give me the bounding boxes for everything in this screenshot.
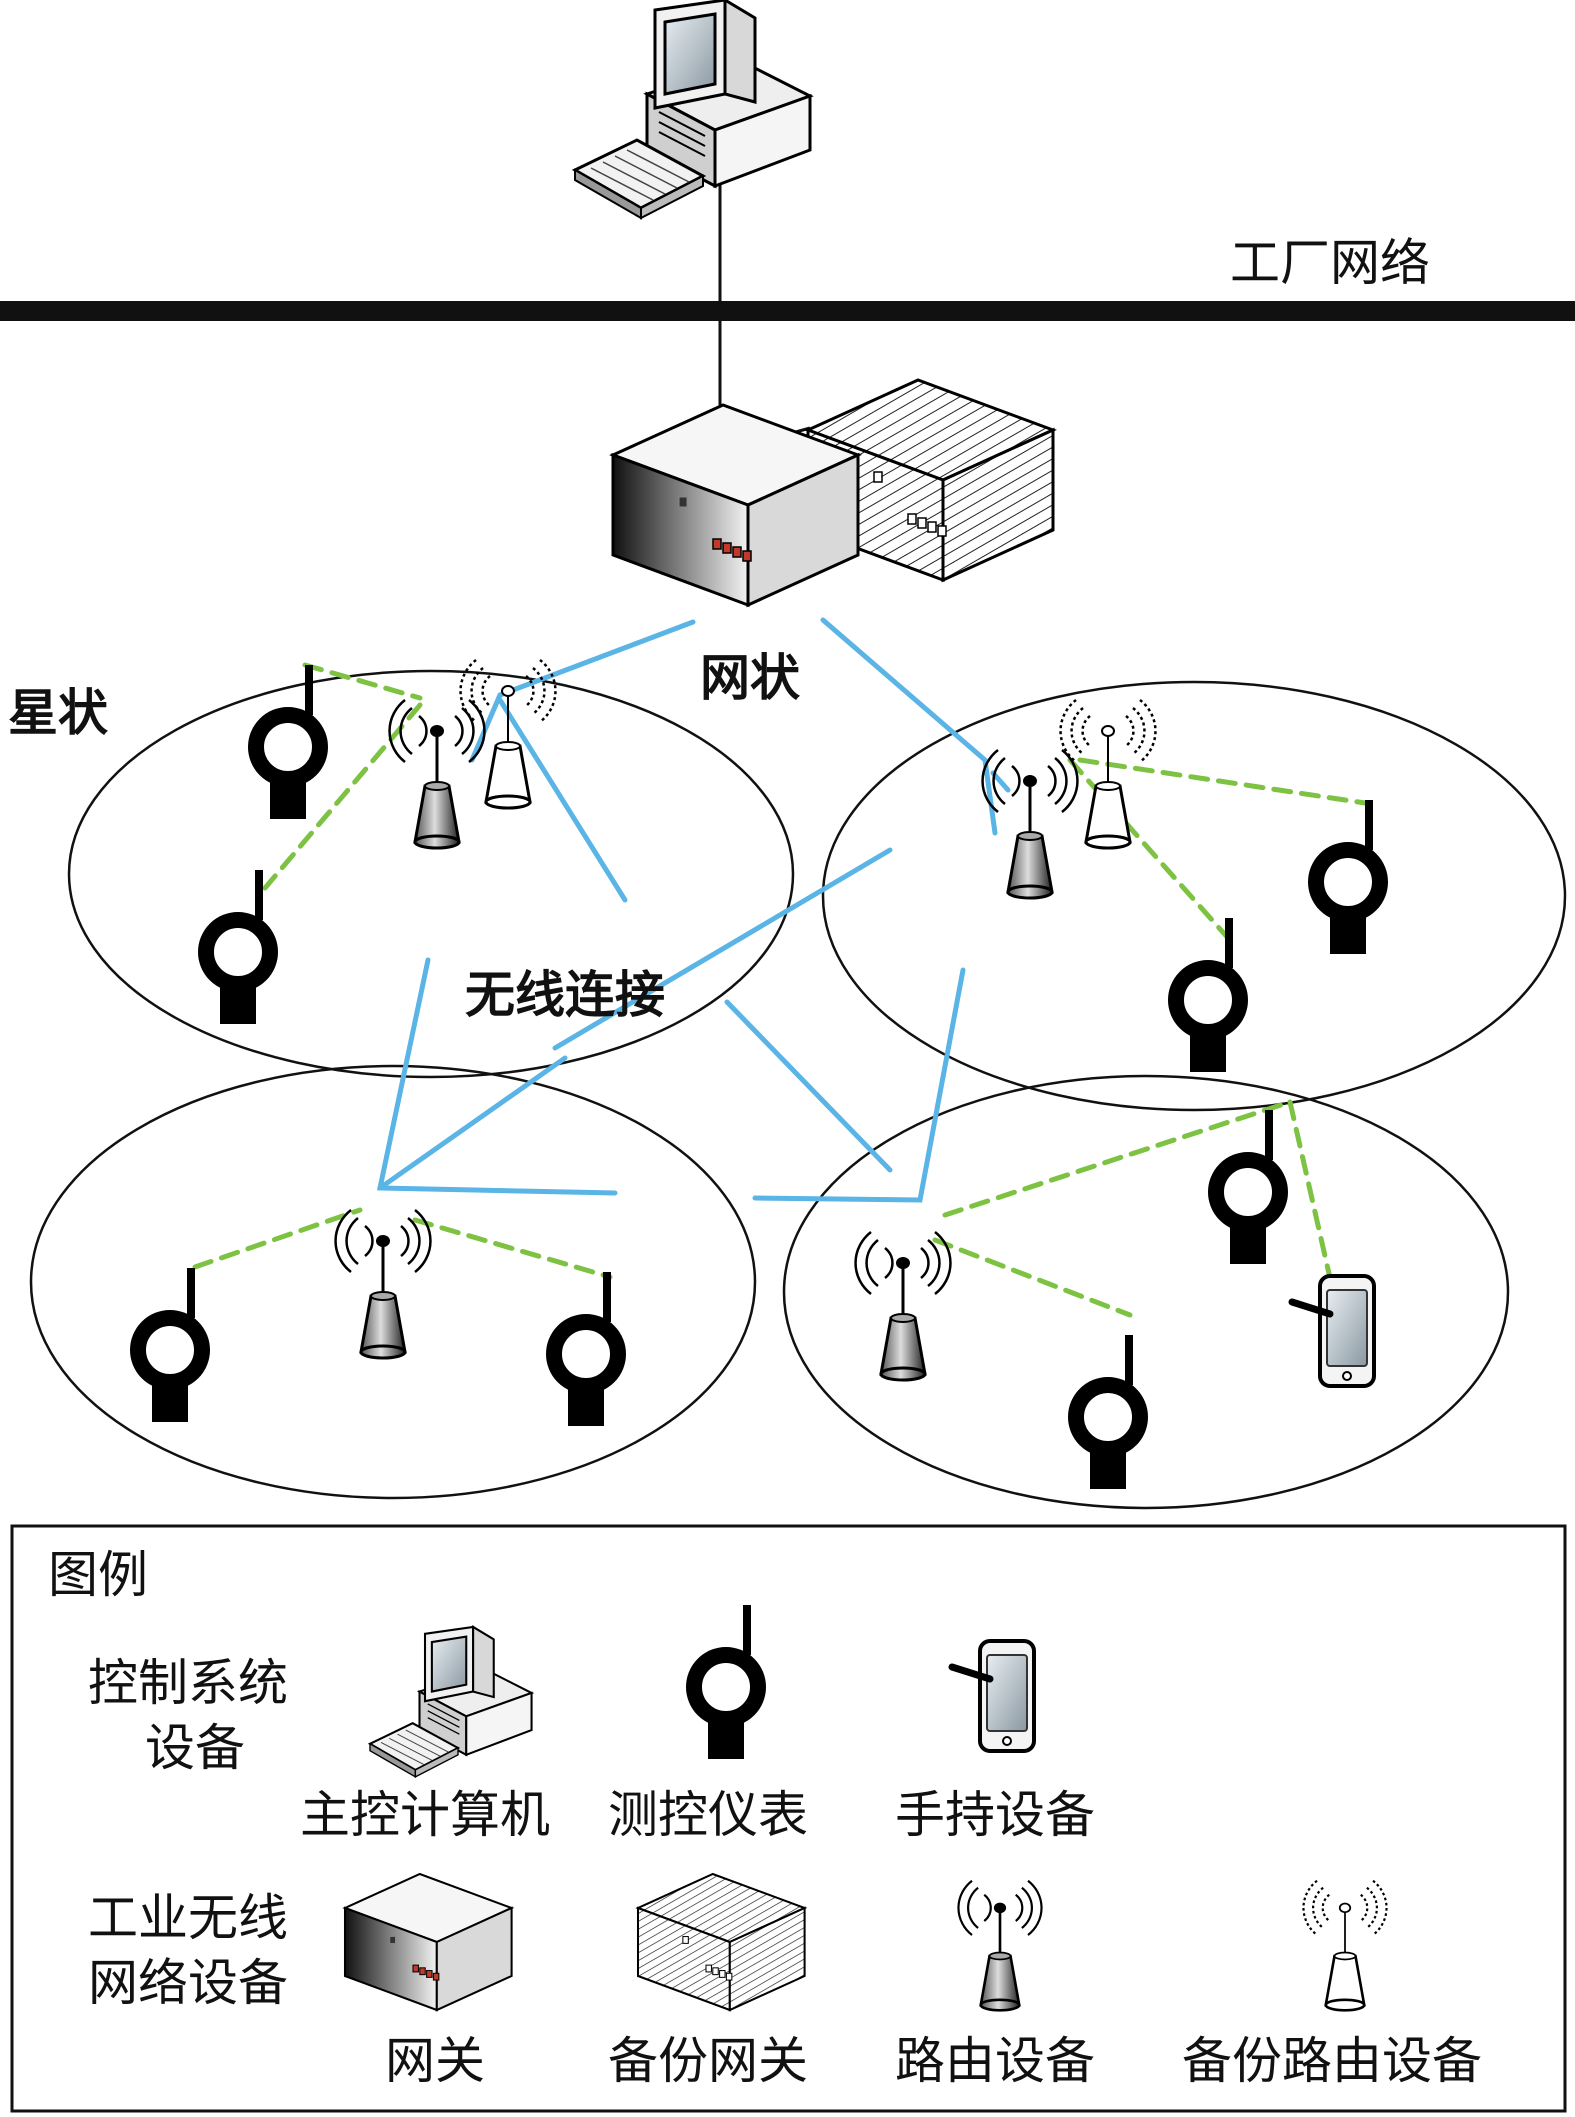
legend-gateway-label: 网关 — [385, 2032, 485, 2090]
field-instrument-icon — [1076, 1335, 1140, 1489]
field-instrument-icon — [1216, 1110, 1280, 1264]
wireless-connection-label: 无线连接 — [465, 966, 665, 1024]
legend-router-label: 路由设备 — [895, 2032, 1095, 2090]
field-instrument-icon — [554, 1272, 618, 1426]
star-topology-label: 星状 — [8, 684, 109, 742]
backup-router-icon — [459, 658, 557, 810]
router-antenna-icon — [388, 698, 486, 850]
handheld-device-icon — [1292, 1276, 1374, 1386]
legend-row1-label-line1: 控制系统 — [88, 1654, 288, 1712]
router-antenna-icon — [334, 1208, 432, 1360]
field-instrument-icon — [206, 870, 270, 1024]
cluster-mesh-top-right — [821, 680, 1567, 1112]
desktop-computer-icon — [573, 0, 812, 220]
legend-row2-label-line1: 工业无线 — [88, 1889, 288, 1947]
field-instrument-icon — [138, 1268, 202, 1422]
legend-backup-router-label: 备份路由设备 — [1182, 2032, 1482, 2090]
cluster-star-top-left — [67, 669, 795, 1079]
wireless-links — [376, 617, 1011, 1203]
field-instrument-icon — [1316, 800, 1380, 954]
legend-handheld-label: 手持设备 — [895, 1786, 1095, 1844]
mesh-topology-label: 网状 — [700, 649, 801, 707]
legend-host-computer-label: 主控计算机 — [300, 1786, 550, 1844]
legend-row2-label-line2: 网络设备 — [88, 1954, 288, 2012]
backup-router-icon — [1059, 698, 1157, 850]
legend-instrument-label: 测控仪表 — [608, 1786, 808, 1844]
legend-title: 图例 — [48, 1546, 148, 1604]
cluster-bottom-right — [782, 1074, 1510, 1510]
cluster-bottom-left — [29, 1064, 757, 1500]
legend-backup-gateway-label: 备份网关 — [608, 2032, 808, 2090]
router-antenna-icon — [854, 1230, 952, 1382]
router-antenna-icon — [981, 748, 1079, 900]
legend-box — [10, 1524, 1567, 2113]
legend-row1-label-line2: 设备 — [145, 1719, 245, 1777]
field-instrument-icon — [1176, 918, 1240, 1072]
legend: 图例 控制系统 设备 工业无线 网络设备 主控计算机 测控仪表 手持设备 网关 … — [10, 1524, 1567, 2113]
factory-network-backbone — [0, 301, 1575, 321]
factory-network-label: 工厂网络 — [1230, 234, 1430, 292]
